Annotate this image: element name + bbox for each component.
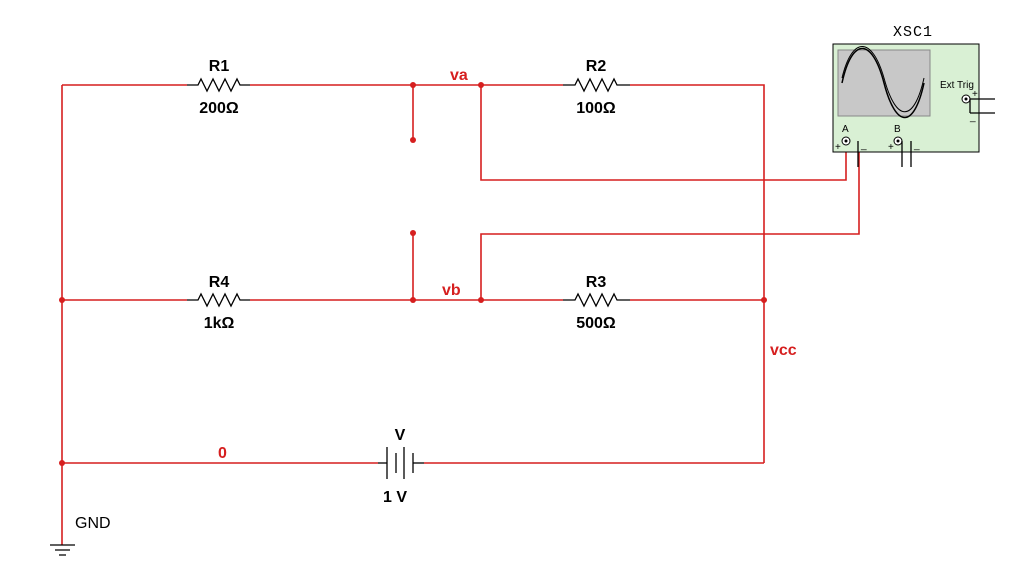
channel-a-label: A [842, 124, 849, 135]
wire-probe-a[interactable] [480, 85, 847, 181]
channel-a-minus: _ [860, 140, 867, 151]
ext-trig-minus: _ [969, 112, 976, 123]
junction-dot [410, 297, 416, 303]
ground-icon [50, 544, 75, 556]
resistor-r2-name: R2 [586, 58, 607, 75]
resistor-r2-symbol [563, 77, 630, 93]
resistor-r4[interactable]: R4 1kΩ [187, 274, 250, 332]
junction-dot [478, 82, 484, 88]
junction-dot [478, 297, 484, 303]
channel-b-minus: _ [913, 140, 920, 151]
channel-a-terminal-core [844, 139, 848, 143]
sine-wave-icon [841, 46, 925, 112]
resistor-r1-symbol [187, 77, 250, 93]
net-label-va: va [450, 67, 468, 84]
sine-wave-icon [841, 48, 925, 118]
switch-contact-lower [410, 230, 416, 236]
dc-voltage-source[interactable]: V 1 V [378, 427, 424, 506]
channel-b-terminal-core [896, 139, 900, 143]
junctions [59, 82, 767, 466]
ext-trig-lead [969, 98, 995, 114]
resistor-r1-value: 200Ω [199, 100, 239, 117]
source-name: V [395, 427, 406, 444]
oscilloscope-name: XSC1 [893, 24, 933, 41]
switch-contact-upper [410, 137, 416, 143]
source-value: 1 V [383, 489, 407, 506]
ground[interactable]: GND [50, 515, 111, 556]
ext-trig-plus: + [972, 89, 978, 100]
ground-label: GND [75, 515, 111, 532]
channel-a-plus: + [835, 142, 841, 153]
wires [61, 84, 860, 545]
channel-b-lead [901, 141, 912, 167]
resistor-r3[interactable]: R3 500Ω [563, 274, 630, 332]
wire-probe-b[interactable] [480, 148, 860, 300]
resistor-r2-value: 100Ω [576, 100, 616, 117]
channel-b-plus: + [888, 142, 894, 153]
resistor-r1-name: R1 [209, 58, 230, 75]
wire-top-right[interactable] [630, 84, 765, 463]
resistor-r4-symbol [187, 292, 250, 308]
resistor-r4-value: 1kΩ [204, 315, 235, 332]
ext-trig-terminal-core [964, 97, 968, 101]
resistor-r2[interactable]: R2 100Ω [563, 58, 630, 117]
resistor-r4-name: R4 [209, 274, 230, 291]
junction-dot [59, 460, 65, 466]
resistor-r3-value: 500Ω [576, 315, 616, 332]
net-label-vb: vb [442, 282, 461, 299]
net-labels: va vb vcc 0 [218, 67, 797, 462]
resistor-r3-symbol [563, 292, 630, 308]
resistor-r1[interactable]: R1 200Ω [187, 58, 250, 117]
resistor-r3-name: R3 [586, 274, 607, 291]
junction-dot [410, 82, 416, 88]
oscilloscope[interactable]: XSC1 Ext Trig + _ A + _ B + _ [832, 24, 995, 167]
channel-b-label: B [894, 124, 901, 135]
junction-dot [59, 297, 65, 303]
net-label-vcc: vcc [770, 342, 797, 359]
junction-dot [761, 297, 767, 303]
net-label-0: 0 [218, 445, 227, 462]
ext-trig-label: Ext Trig [940, 80, 974, 91]
